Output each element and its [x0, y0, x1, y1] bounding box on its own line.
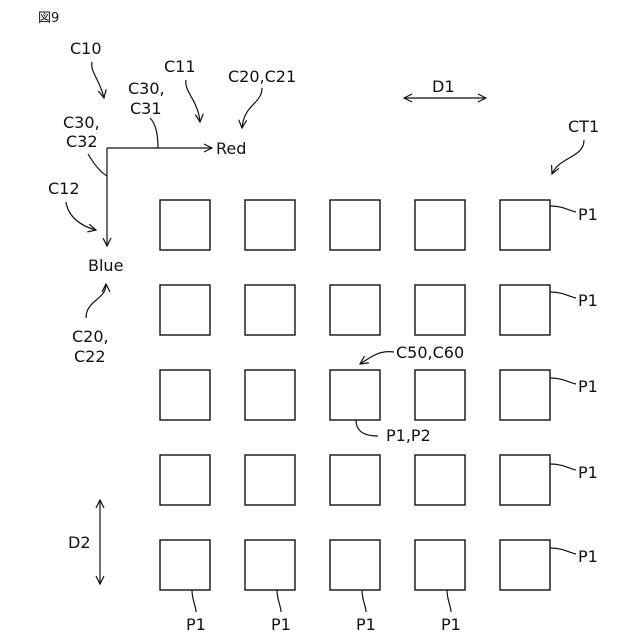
leader-c10	[92, 62, 104, 98]
label-right-p1-5: P1	[578, 547, 598, 566]
leader-c20-c22	[86, 284, 106, 318]
pixel-r4-c4	[415, 455, 465, 505]
label-right-p1-1: P1	[578, 205, 598, 224]
pixel-r1-c3	[330, 200, 380, 250]
label-c50-c60: C50,C60	[396, 343, 464, 362]
label-d2: D2	[68, 533, 91, 552]
label-c12: C12	[48, 179, 80, 198]
pixel-r5-c5	[500, 540, 550, 590]
leader-c11	[186, 80, 200, 122]
pixel-r5-c2	[245, 540, 295, 590]
label-right-p1-2: P1	[578, 291, 598, 310]
pixel-r3-c3	[330, 370, 380, 420]
label-c20-c21: C20,C21	[228, 67, 296, 86]
pixel-r4-c3	[330, 455, 380, 505]
leader-c30-c31	[150, 118, 158, 148]
pixel-r1-c4	[415, 200, 465, 250]
pixel-r3-c4	[415, 370, 465, 420]
figure-number: 図9	[38, 11, 59, 26]
pixel-r2-c4	[415, 285, 465, 335]
pixel-r1-c5	[500, 200, 550, 250]
pixel-r2-c2	[245, 285, 295, 335]
label-bottom-p1-1: P1	[186, 615, 206, 634]
pixel-r1-c2	[245, 200, 295, 250]
leader-p1-p2	[356, 420, 378, 436]
pixel-r5-c1	[160, 540, 210, 590]
pixel-r5-c3	[330, 540, 380, 590]
pixel-r2-c1	[160, 285, 210, 335]
label-bottom-p1-2: P1	[271, 615, 291, 634]
leader-c50-c60	[360, 352, 394, 364]
leader-right-p1-5	[550, 548, 576, 554]
leader-bottom-p1-2	[277, 590, 281, 612]
label-c11: C11	[164, 57, 196, 76]
pixel-r4-c5	[500, 455, 550, 505]
pixel-r5-c4	[415, 540, 465, 590]
pixel-r3-c5	[500, 370, 550, 420]
leader-c12	[66, 202, 96, 230]
leader-bottom-p1-1	[192, 590, 196, 612]
leader-ct1	[552, 140, 584, 174]
label-right-p1-3: P1	[578, 377, 598, 396]
label-c22: C22	[74, 347, 106, 366]
leader-bottom-p1-4	[447, 590, 451, 612]
pixel-r3-c1	[160, 370, 210, 420]
label-ct1: CT1	[568, 117, 599, 136]
pixel-r4-c1	[160, 455, 210, 505]
label-bottom-p1-3: P1	[356, 615, 376, 634]
label-bottom-p1-4: P1	[441, 615, 461, 634]
label-c31: C31	[130, 99, 162, 118]
leader-bottom-p1-3	[362, 590, 366, 612]
leader-right-p1-3	[550, 378, 576, 384]
label-d1: D1	[432, 77, 455, 96]
pixel-r2-c3	[330, 285, 380, 335]
leader-c30-c32	[88, 154, 107, 176]
right-p1-leaders	[550, 206, 576, 554]
leader-right-p1-4	[550, 464, 576, 470]
label-c20: C20,	[72, 327, 109, 346]
pixel-r2-c5	[500, 285, 550, 335]
bottom-p1-leaders	[192, 590, 451, 612]
label-p1-p2: P1,P2	[386, 426, 431, 445]
label-c32: C32	[66, 132, 98, 151]
red-label: Red	[216, 139, 246, 158]
leader-right-p1-1	[550, 206, 576, 212]
label-c30-b: C30,	[63, 113, 100, 132]
pixel-grid	[160, 200, 550, 590]
label-c30-a: C30,	[128, 79, 165, 98]
pixel-r4-c2	[245, 455, 295, 505]
pixel-r1-c1	[160, 200, 210, 250]
pixel-r3-c2	[245, 370, 295, 420]
label-c10: C10	[70, 39, 102, 58]
blue-label: Blue	[88, 256, 123, 275]
label-right-p1-4: P1	[578, 463, 598, 482]
leader-right-p1-2	[550, 292, 576, 298]
leader-c20-c21	[242, 88, 262, 128]
